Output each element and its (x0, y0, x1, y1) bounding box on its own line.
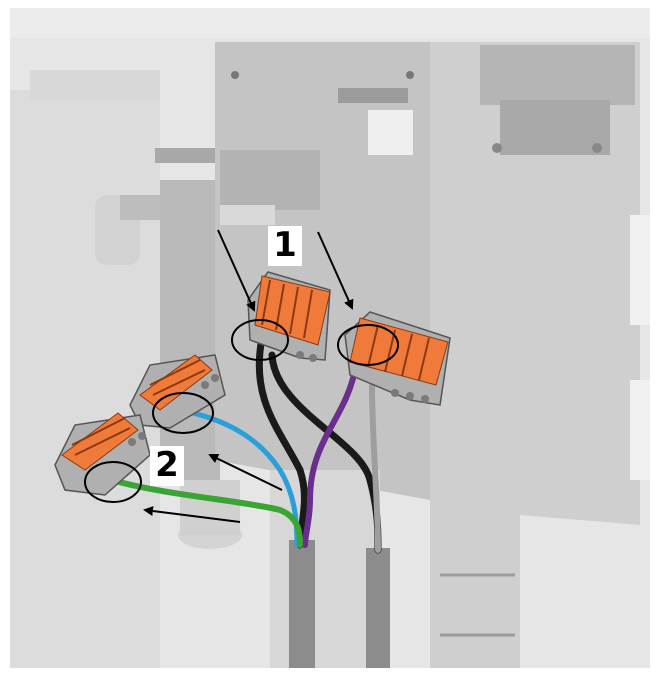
step-label-2: 2 (150, 446, 184, 486)
device-housing (10, 8, 650, 668)
step-label-1: 1 (268, 226, 302, 266)
